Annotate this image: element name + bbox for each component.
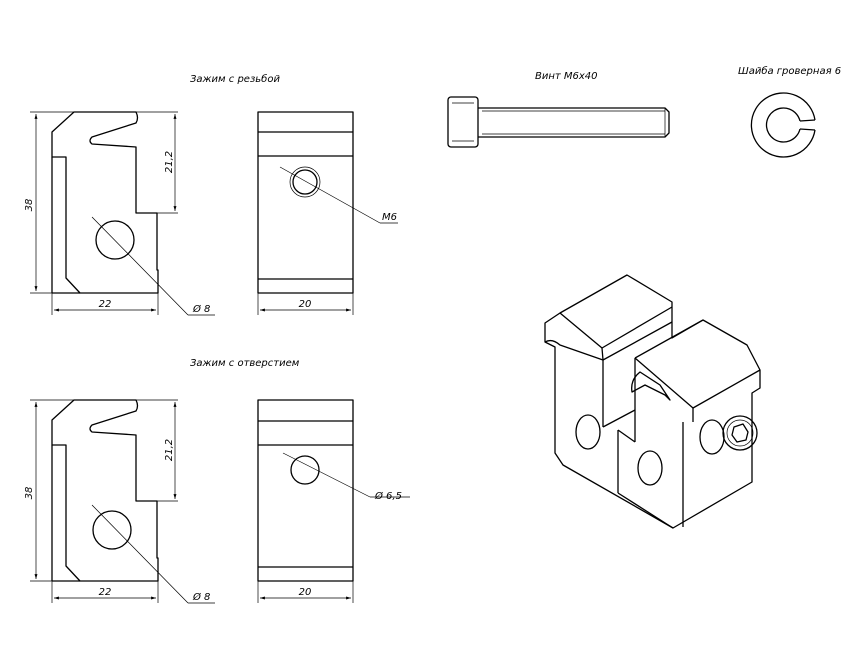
hole-clamp-group: Зажим с отверстием 38 21,2 22 Ø 8 Ø 6,5 … <box>24 358 410 603</box>
hole-clamp-side-view: 38 21,2 22 Ø 8 <box>24 400 215 603</box>
screw-title: Винт М6х40 <box>535 71 598 82</box>
isometric-assembly-view <box>544 274 761 529</box>
washer-drawing: Шайба гроверная 6 <box>738 65 841 158</box>
dim-slot-depth: 21,2 <box>164 151 175 173</box>
threaded-clamp-side-view: 38 21,2 22 Ø 8 <box>24 112 215 315</box>
hole-clamp-title: Зажим с отверстием <box>190 358 300 369</box>
screw-head-icon <box>722 415 758 451</box>
dim-width-front: 20 <box>299 299 312 310</box>
threaded-clamp-group: Зажим с резьбой 38 21,2 22 Ø 8 M6 20 <box>24 73 398 315</box>
thread-label: M6 <box>382 212 397 223</box>
washer-title: Шайба гроверная 6 <box>738 65 841 77</box>
dim-width-side: 22 <box>99 299 112 310</box>
through-hole-label: Ø 6,5 <box>374 490 402 502</box>
screw-drawing: Винт М6х40 <box>447 71 670 148</box>
threaded-clamp-front-view: M6 20 <box>258 112 398 315</box>
right-hole <box>637 450 663 486</box>
dim-height: 38 <box>24 487 35 500</box>
hole-clamp-front-view: Ø 6,5 20 <box>258 400 410 603</box>
dim-width-side: 22 <box>99 587 112 598</box>
dim-height: 38 <box>24 199 35 212</box>
threaded-clamp-title: Зажим с резьбой <box>190 73 280 85</box>
hole-diameter-label: Ø 8 <box>192 591 210 603</box>
dim-slot-depth: 21,2 <box>164 439 175 461</box>
left-hole <box>575 414 601 450</box>
hole-diameter-label: Ø 8 <box>192 303 210 315</box>
dim-width-front: 20 <box>299 587 312 598</box>
